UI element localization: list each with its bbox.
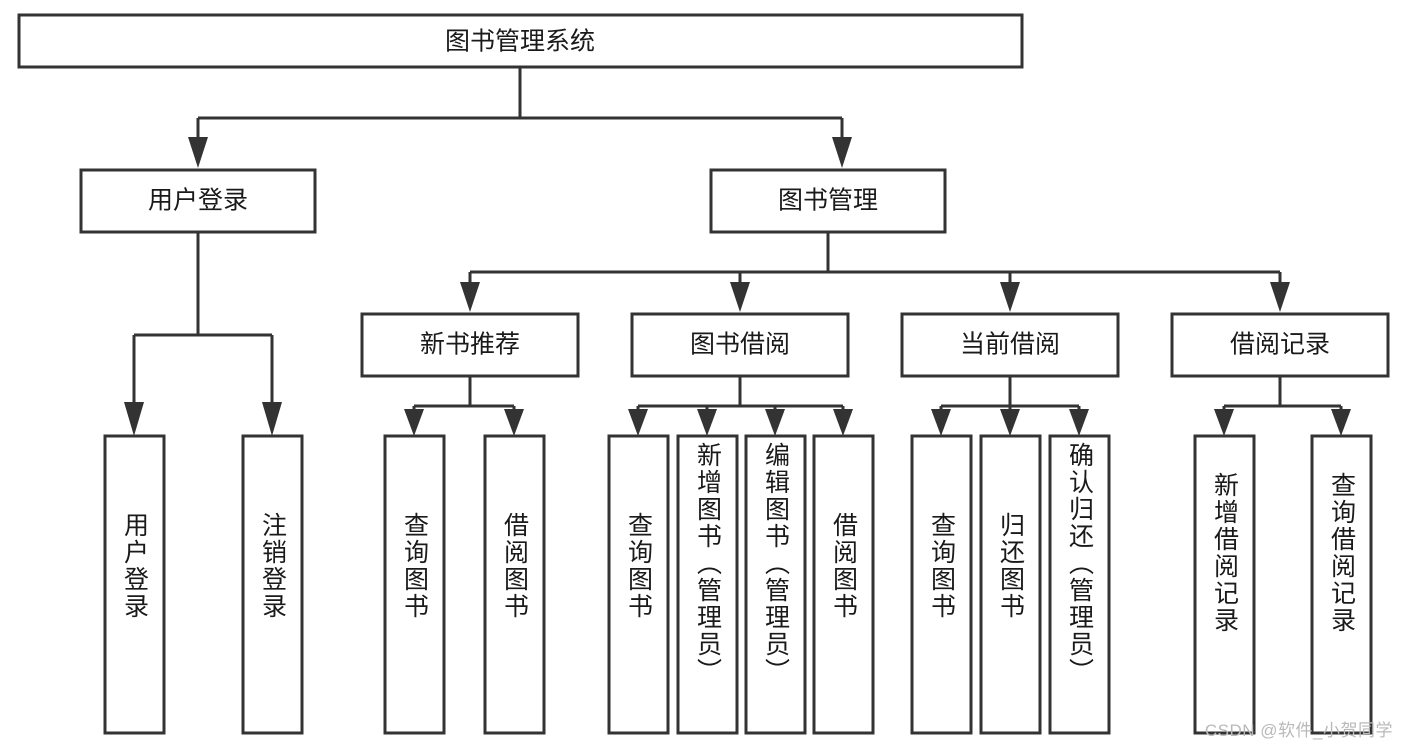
connector-new-book-recommend-to-leaves (404, 376, 524, 436)
connector-book-manage-to-level3 (460, 232, 1290, 312)
arrowhead-leaf-query-record (1331, 409, 1351, 436)
arrowhead-user-login (188, 137, 208, 168)
arrowhead-borrow-record (1270, 282, 1290, 312)
node-book-borrow[interactable]: 图书借阅 (630, 312, 850, 378)
leaf-box-logout-login[interactable] (241, 434, 304, 735)
arrowhead-new-book-recommend (460, 282, 480, 312)
arrowhead-leaf-query-book-3 (931, 409, 951, 436)
leaf-box-confirm-return[interactable] (1048, 434, 1111, 735)
arrowhead-book-borrow (730, 282, 750, 312)
book-manage-box[interactable] (709, 168, 947, 234)
arrowhead-leaf-confirm-return (1069, 409, 1089, 436)
user-login-label: 用户登录 (148, 187, 248, 215)
connector-book-borrow-to-leaves (628, 376, 853, 436)
arrowhead-leaf-logout-login (262, 402, 282, 436)
leaf-box-borrow-book-2[interactable] (812, 434, 875, 735)
root-label: 图书管理系统 (445, 28, 595, 56)
connector-root-to-level2 (188, 67, 852, 168)
current-borrow-label: 当前借阅 (960, 331, 1060, 359)
book-borrow-label: 图书借阅 (690, 331, 790, 359)
node-book-manage[interactable]: 图书管理 (709, 168, 947, 234)
connector-user-login-to-leaves (124, 232, 282, 436)
arrowhead-leaf-add-record (1214, 409, 1234, 436)
watermark-text: CSDN @软件_小贺同学 (1204, 721, 1393, 740)
connector-current-borrow-to-leaves (931, 376, 1089, 436)
arrowhead-leaf-borrow-book-1 (504, 409, 524, 436)
connector-borrow-record-to-leaves (1214, 376, 1351, 436)
leaf-box-query-book-2[interactable] (607, 434, 670, 735)
book-manage-label: 图书管理 (778, 187, 878, 215)
leaf-box-add-record[interactable] (1193, 434, 1256, 735)
book-borrow-box[interactable] (630, 312, 850, 378)
node-borrow-record[interactable]: 借阅记录 (1170, 312, 1390, 378)
leaf-box-add-book[interactable] (676, 434, 739, 735)
node-new-book-recommend[interactable]: 新书推荐 (360, 312, 580, 378)
arrowhead-leaf-query-book-2 (628, 409, 648, 436)
leaf-box-query-record[interactable] (1310, 434, 1373, 735)
leaf-box-query-book-3[interactable] (910, 434, 973, 735)
new-book-recommend-label: 新书推荐 (420, 331, 520, 359)
arrowhead-leaf-edit-book (765, 409, 785, 436)
leaf-box-borrow-book-1[interactable] (483, 434, 546, 735)
arrowhead-leaf-query-book-1 (404, 409, 424, 436)
node-current-borrow[interactable]: 当前借阅 (900, 312, 1120, 378)
arrowhead-leaf-borrow-book-2 (833, 409, 853, 436)
borrow-record-label: 借阅记录 (1230, 331, 1330, 359)
node-root[interactable]: 图书管理系统 (17, 13, 1024, 69)
leaf-box-query-book-1[interactable] (383, 434, 446, 735)
new-book-recommend-box[interactable] (360, 312, 580, 378)
arrowhead-current-borrow (1000, 282, 1020, 312)
arrowhead-leaf-add-book (697, 409, 717, 436)
borrow-record-box[interactable] (1170, 312, 1390, 378)
root-box[interactable] (17, 13, 1024, 69)
current-borrow-box[interactable] (900, 312, 1120, 378)
node-user-login[interactable]: 用户登录 (79, 168, 317, 234)
leaf-box-user-login[interactable] (103, 434, 166, 735)
arrowhead-leaf-return-book (1000, 409, 1020, 436)
leaf-box-edit-book[interactable] (744, 434, 807, 735)
arrowhead-leaf-user-login (124, 402, 144, 436)
leaf-box-return-book[interactable] (979, 434, 1042, 735)
arrowhead-book-manage (832, 137, 852, 168)
